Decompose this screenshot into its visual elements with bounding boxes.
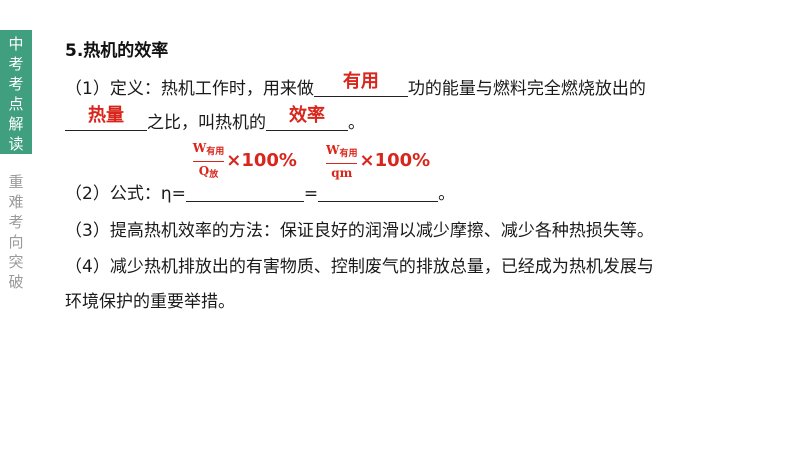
formula-text: （2）公式：η=: [65, 184, 186, 204]
formula-line: （2）公式：η= W有用 Q放 ×100% = W有用 qm ×100% 。: [65, 141, 456, 209]
sidebar-tab-char: 重: [8, 173, 24, 191]
fraction-w-over-q: W有用 Q放: [192, 140, 225, 182]
fraction-numerator: W: [192, 140, 207, 155]
sidebar-tab-char: 突: [8, 253, 24, 271]
fraction-bar: [192, 160, 225, 162]
formula-equals: =: [303, 184, 319, 204]
definition-line-2: 热量 之比，叫热机的 效率 。: [65, 105, 365, 138]
percent-factor: ×100%: [359, 150, 431, 171]
formula-answer-2: W有用 qm ×100%: [318, 139, 438, 183]
definition-text: 。: [348, 113, 365, 133]
fraction-numerator: W: [325, 142, 340, 157]
sidebar-tab-char: 读: [8, 135, 24, 153]
fraction-w-over-qm: W有用 qm: [325, 142, 358, 180]
fraction-numerator-sub: 有用: [339, 148, 358, 159]
method-line: （3）提高热机效率的方法：保证良好的润滑以减少摩擦、减少各种热损失等。: [65, 221, 654, 241]
measure-line-1: （4）减少热机排放出的有害物质、控制废气的排放总量，已经成为热机发展与: [65, 257, 654, 277]
sidebar-tab-char: 难: [8, 193, 24, 211]
definition-line-1: （1）定义：热机工作时，用来做 有用 功的能量与燃料完全燃烧放出的: [65, 71, 646, 104]
definition-text: 功的能量与燃料完全燃烧放出的: [407, 79, 646, 99]
sidebar-tab-char: 点: [8, 95, 24, 113]
fraction-denominator-sub: 放: [209, 169, 219, 180]
sidebar-tab-difficult-points[interactable]: 重 难 考 向 突 破: [0, 172, 32, 291]
formula-answer-1: W有用 Q放 ×100%: [186, 139, 304, 183]
fraction-denominator: Q: [198, 163, 210, 178]
answer-efficiency: 效率: [289, 105, 325, 126]
sidebar-nav: 中 考 考 点 解 读 重 难 考 向 突 破: [0, 0, 32, 450]
sidebar-tab-char: 解: [8, 115, 24, 133]
definition-text: 之比，叫热机的: [147, 113, 266, 133]
sidebar-tab-char: 破: [8, 273, 24, 291]
percent-factor: ×100%: [226, 150, 297, 171]
sidebar-tab-char: 考: [8, 55, 24, 73]
definition-text: （1）定义：热机工作时，用来做: [65, 79, 314, 99]
sidebar-tab-char: 考: [8, 213, 24, 231]
sidebar-tab-char: 向: [8, 233, 24, 251]
measure-line-2: 环境保护的重要举措。: [65, 292, 235, 312]
fraction-bar: [325, 162, 358, 164]
sidebar-tab-char: 考: [8, 75, 24, 93]
section-title: 5.热机的效率: [65, 41, 169, 61]
fraction-numerator-sub: 有用: [206, 146, 225, 157]
answer-blank-efficiency: 效率: [266, 105, 348, 131]
formula-end: 。: [438, 184, 456, 204]
sidebar-tab-exam-points[interactable]: 中 考 考 点 解 读: [0, 30, 32, 154]
answer-blank-formula-2: W有用 qm ×100%: [318, 143, 439, 202]
fraction-denominator: qm: [331, 165, 353, 180]
answer-blank-useful: 有用: [313, 71, 408, 97]
answer-blank-formula-1: W有用 Q放 ×100%: [185, 141, 304, 202]
answer-useful: 有用: [342, 71, 379, 92]
answer-blank-heat: 热量: [65, 105, 147, 131]
answer-heat: 热量: [88, 105, 124, 126]
sidebar-tab-char: 中: [8, 35, 24, 53]
